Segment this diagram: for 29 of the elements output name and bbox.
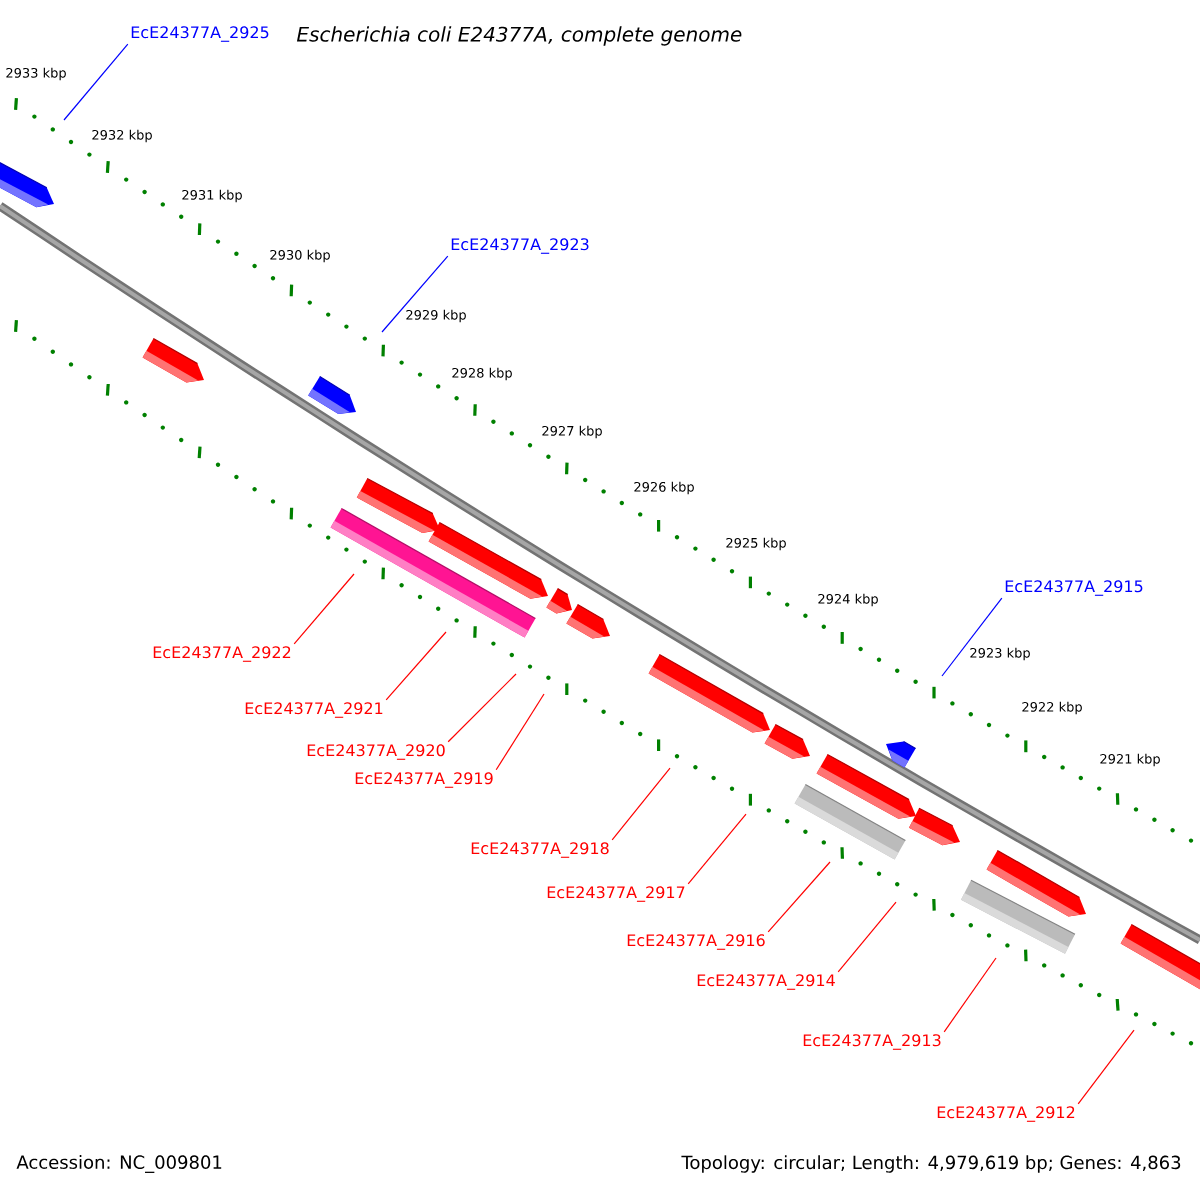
leader-line [293, 573, 355, 645]
footer-text: Topology: circular; Length: 4,979,619 bp; Genes: 4,863 [681, 1155, 1181, 1173]
leader-line [385, 631, 447, 701]
leader-line [767, 861, 831, 933]
leader-line [611, 767, 671, 841]
gene-label: EcE24377A_2916 [627, 934, 765, 950]
leader-line [495, 693, 545, 771]
leader-line [447, 673, 517, 743]
gene-label: EcE24377A_2921 [245, 702, 383, 718]
gene-label: EcE24377A_2912 [937, 1106, 1075, 1122]
leader-line [687, 813, 747, 885]
gene-label: EcE24377A_2919 [355, 772, 493, 788]
gene-label: EcE24377A_2917 [547, 886, 685, 902]
leader-line [1077, 1029, 1135, 1105]
gene-label: EcE24377A_2922 [153, 646, 291, 662]
gene-label: EcE24377A_2918 [471, 842, 609, 858]
gene-label: EcE24377A_2914 [697, 974, 835, 990]
title: Escherichia coli E24377A, complete genome [296, 26, 742, 46]
leader-line [381, 255, 449, 333]
gene-label: EcE24377A_2920 [307, 744, 445, 760]
leader-line [837, 901, 897, 973]
gene-label: EcE24377A_2913 [803, 1034, 941, 1050]
gene-label: EcE24377A_2923 [451, 238, 589, 254]
leader-line [63, 43, 129, 121]
leader-line [943, 957, 997, 1033]
gene-label: EcE24377A_2925 [131, 26, 269, 42]
leader-line [941, 597, 1003, 677]
footer-text: Accession: NC_009801 [16, 1155, 222, 1173]
gene-label: EcE24377A_2915 [1005, 580, 1143, 596]
